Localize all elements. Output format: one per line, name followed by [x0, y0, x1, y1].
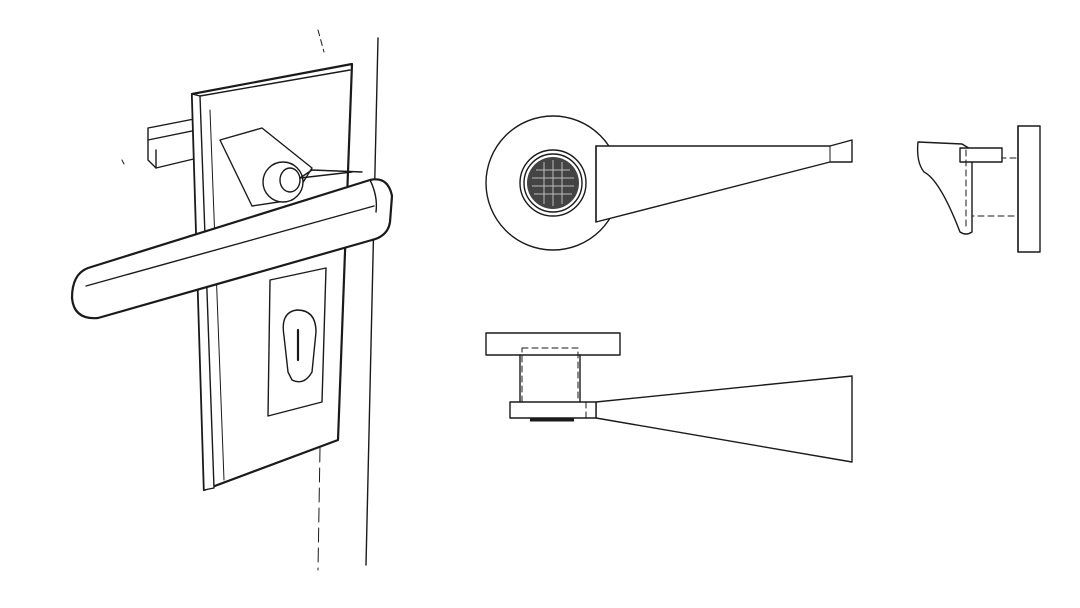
door-edge [121, 29, 379, 571]
top-view [485, 332, 853, 463]
lever-handle [70, 169, 394, 320]
front-view [485, 115, 853, 251]
perspective-view [70, 29, 394, 571]
lever-neck [219, 127, 313, 207]
side-view [916, 125, 1041, 253]
keyhole-escutcheon [267, 267, 327, 417]
